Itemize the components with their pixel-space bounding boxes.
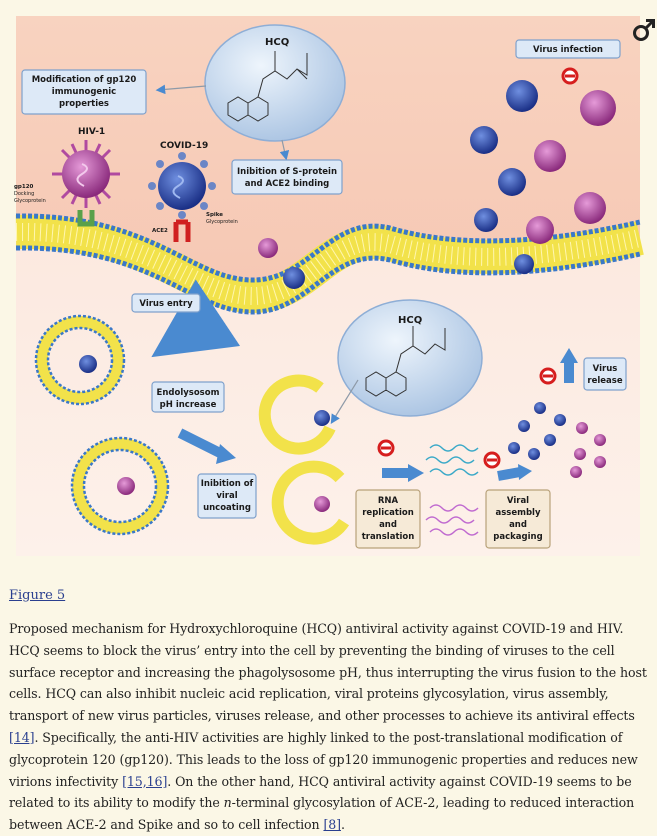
svg-text:Virus entry: Virus entry (139, 299, 193, 309)
svg-text:RNA: RNA (378, 496, 399, 506)
svg-text:Modification of gp120: Modification of gp120 (32, 75, 137, 85)
male-symbol-icon[interactable] (630, 16, 657, 44)
caption-text: . On the other hand, HCQ antiviral activ… (9, 773, 632, 811)
box-endolysosom: Endolysosom pH increase (151, 381, 225, 413)
hcq-molecule-top: HCQ (204, 24, 346, 142)
endosome-4 (271, 460, 350, 545)
prohibition-icon (539, 367, 557, 385)
box-viral-assembly: Viral assembly and packaging (485, 489, 551, 549)
hiv-virion: HIV-1 gp120 Docking Glycoprotein (14, 127, 120, 227)
prohibition-icon (377, 439, 395, 457)
box-virus-infection: Virus infection (515, 39, 621, 59)
svg-text:Virus infection: Virus infection (533, 45, 603, 55)
box-virus-entry: Virus entry (131, 293, 201, 313)
figure-panel: HCQ HCQ Modification of gp120 immunogeni… (10, 8, 655, 561)
reference-link-15-16[interactable]: [15,16] (122, 773, 168, 789)
mechanism-diagram: HCQ HCQ Modification of gp120 immunogeni… (10, 8, 646, 561)
virus-cluster-infection (258, 80, 616, 289)
prohibition-icon (561, 67, 579, 85)
endosome-2 (70, 436, 170, 536)
svg-text:viral: viral (216, 491, 237, 501)
svg-text:gp120: gp120 (14, 184, 34, 190)
hcq-molecule-mid: HCQ (337, 299, 483, 417)
svg-text:Virus: Virus (593, 364, 618, 374)
svg-text:Inibition of S-protein: Inibition of S-protein (237, 167, 337, 177)
svg-text:Spike: Spike (206, 212, 223, 218)
endosome-3 (258, 374, 336, 455)
caption-text: Proposed mechanism for Hydroxychloroquin… (9, 621, 647, 724)
svg-text:uncoating: uncoating (203, 503, 251, 513)
endosome-1 (34, 314, 126, 406)
svg-text:assembly: assembly (495, 508, 540, 518)
box-inhibition-s-protein: Inibition of S-protein and ACE2 binding (231, 159, 343, 195)
svg-text:COVID-19: COVID-19 (160, 141, 208, 151)
svg-text:Glycoprotein: Glycoprotein (206, 219, 238, 225)
svg-text:Glycoprotein: Glycoprotein (14, 198, 46, 204)
svg-text:packaging: packaging (493, 532, 542, 542)
caption-text: . (340, 817, 345, 833)
box-modification-gp120: Modification of gp120 immunogenic proper… (21, 69, 147, 115)
svg-text:ACE2: ACE2 (152, 228, 168, 234)
caption-italic-n: n (223, 795, 232, 811)
hcq-label-top: HCQ (265, 37, 289, 48)
svg-text:pH increase: pH increase (160, 400, 217, 410)
svg-text:Endolysosom: Endolysosom (157, 388, 220, 398)
virus-cluster-release (508, 402, 606, 478)
caption-text: -terminal glycosylation of ACE-2, leadin… (9, 795, 635, 833)
hcq-label-mid: HCQ (398, 315, 422, 326)
svg-text:and: and (509, 520, 527, 530)
box-uncoating: Inibition of viral uncoating (197, 473, 257, 519)
reference-link-8[interactable]: [8] (323, 817, 341, 833)
box-virus-release: Virus release (583, 357, 627, 391)
svg-text:Viral: Viral (507, 496, 529, 506)
covid-virion: COVID-19 Spike Glycoprotein ACE2 (148, 141, 238, 242)
figure-link[interactable]: Figure 5 (9, 588, 66, 603)
caption-text: . Specifically, the anti-HIV activities … (9, 729, 638, 789)
prohibition-icon (483, 451, 501, 469)
svg-text:and ACE2 binding: and ACE2 binding (245, 179, 330, 189)
rna-strands (425, 444, 479, 536)
svg-text:Docking: Docking (14, 191, 34, 197)
svg-text:translation: translation (362, 532, 415, 542)
svg-text:properties: properties (59, 99, 109, 109)
svg-text:and: and (379, 520, 397, 530)
svg-text:Inibition of: Inibition of (201, 479, 254, 489)
svg-text:replication: replication (362, 508, 414, 518)
box-rna-replication: RNA replication and translation (355, 489, 421, 549)
figure-caption: Proposed mechanism for Hydroxychloroquin… (9, 618, 649, 836)
reference-link-14[interactable]: [14] (9, 729, 35, 745)
svg-text:HIV-1: HIV-1 (78, 127, 105, 137)
svg-text:release: release (587, 376, 622, 386)
svg-text:immunogenic: immunogenic (52, 87, 116, 97)
